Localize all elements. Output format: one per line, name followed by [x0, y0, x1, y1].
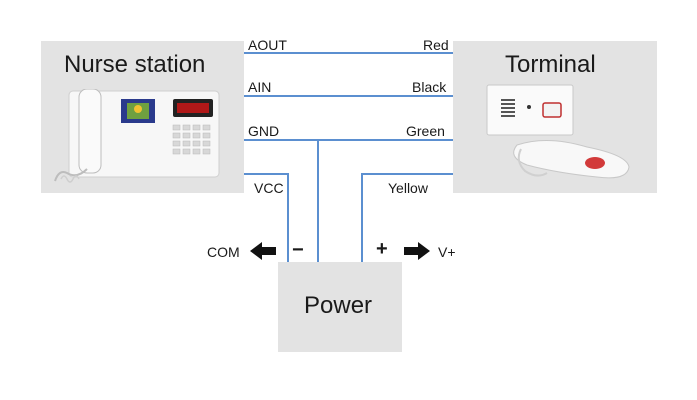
wire-label-vcc: VCC [254, 180, 284, 196]
wire-label-yellow: Yellow [388, 180, 428, 196]
wire-label-gnd: GND [248, 123, 280, 139]
wire-vcc [244, 173, 289, 262]
power-plus-sign: + [376, 238, 388, 260]
terminal-title: Torminal [505, 51, 596, 78]
wire-label-black: Black [412, 79, 447, 95]
com-label: COM [207, 244, 240, 260]
power-title: Power [304, 292, 373, 319]
nurse-station-device-image [54, 89, 220, 183]
wire-label-green: Green [406, 123, 445, 139]
vplus-label: V+ [438, 244, 456, 260]
wire-label-aout: AOUT [248, 37, 287, 53]
power-block: Power [278, 262, 402, 352]
nurse-station-block: Nurse station [41, 41, 244, 193]
nurse-station-title: Nurse station [64, 51, 206, 78]
vplus-arrow-icon [404, 242, 430, 260]
com-arrow-icon [250, 242, 276, 260]
wire-label-ain: AIN [248, 79, 272, 95]
terminal-device-image [486, 84, 630, 179]
wire-label-red: Red [423, 37, 449, 53]
wire-yellow [361, 173, 453, 262]
terminal-block: Torminal [453, 41, 657, 193]
power-minus-sign: − [292, 239, 304, 261]
